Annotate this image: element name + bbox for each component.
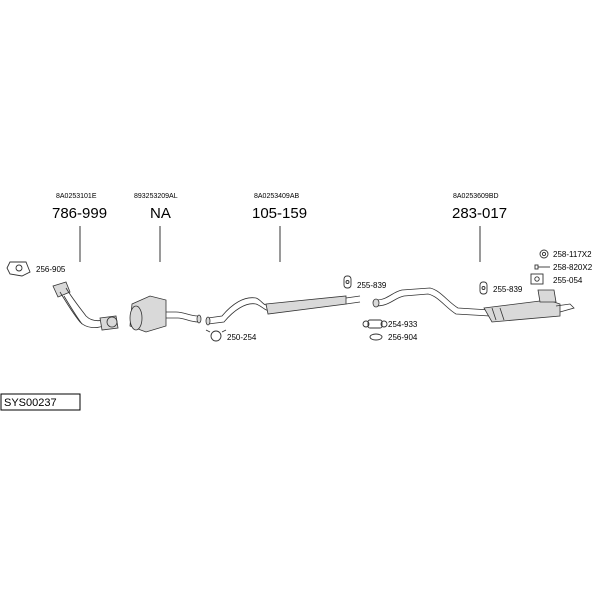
oe-number-front-pipe: 8A0253101E [56, 193, 97, 200]
bracket-icon [530, 273, 544, 285]
bolt-icon [534, 264, 550, 270]
rubber-mount-icon [479, 281, 488, 295]
middle-silencer-part [205, 295, 361, 326]
accessory-code: 250-254 [227, 333, 257, 342]
accessory-code: 258-117X2 [553, 250, 592, 259]
rubber-mount-icon [343, 275, 352, 289]
part-number-front-pipe: 786-999 [52, 205, 107, 222]
accessory-code: 258-820X2 [553, 263, 593, 272]
accessory-code: 255-839 [357, 281, 387, 290]
ring-gasket-icon [369, 333, 383, 341]
accessory-code: 256-905 [36, 265, 66, 274]
system-id-label: SYS00237 [4, 397, 57, 409]
accessory-code: 255-054 [553, 276, 583, 285]
gasket-icon [6, 261, 31, 277]
system-id-box [0, 393, 81, 411]
accessory-code: 255-839 [493, 285, 523, 294]
accessory-code: 256-904 [388, 333, 418, 342]
accessory-code: 254-933 [388, 320, 418, 329]
oe-number-catalyst: 893253209AL [134, 193, 178, 200]
part-number-catalyst: NA [150, 205, 171, 222]
catalytic-converter-part [129, 295, 202, 333]
rear-silencer-part [372, 287, 575, 323]
oe-number-rear-silencer: 8A0253609BD [453, 193, 499, 200]
pipe-connector-icon [362, 319, 388, 329]
front-pipe-part [52, 281, 119, 331]
part-number-rear-silencer: 283-017 [452, 205, 507, 222]
oe-number-middle-silencer: 8A0253409AB [254, 193, 299, 200]
part-number-middle-silencer: 105-159 [252, 205, 307, 222]
clamp-icon [205, 329, 227, 342]
nut-icon [539, 249, 549, 259]
